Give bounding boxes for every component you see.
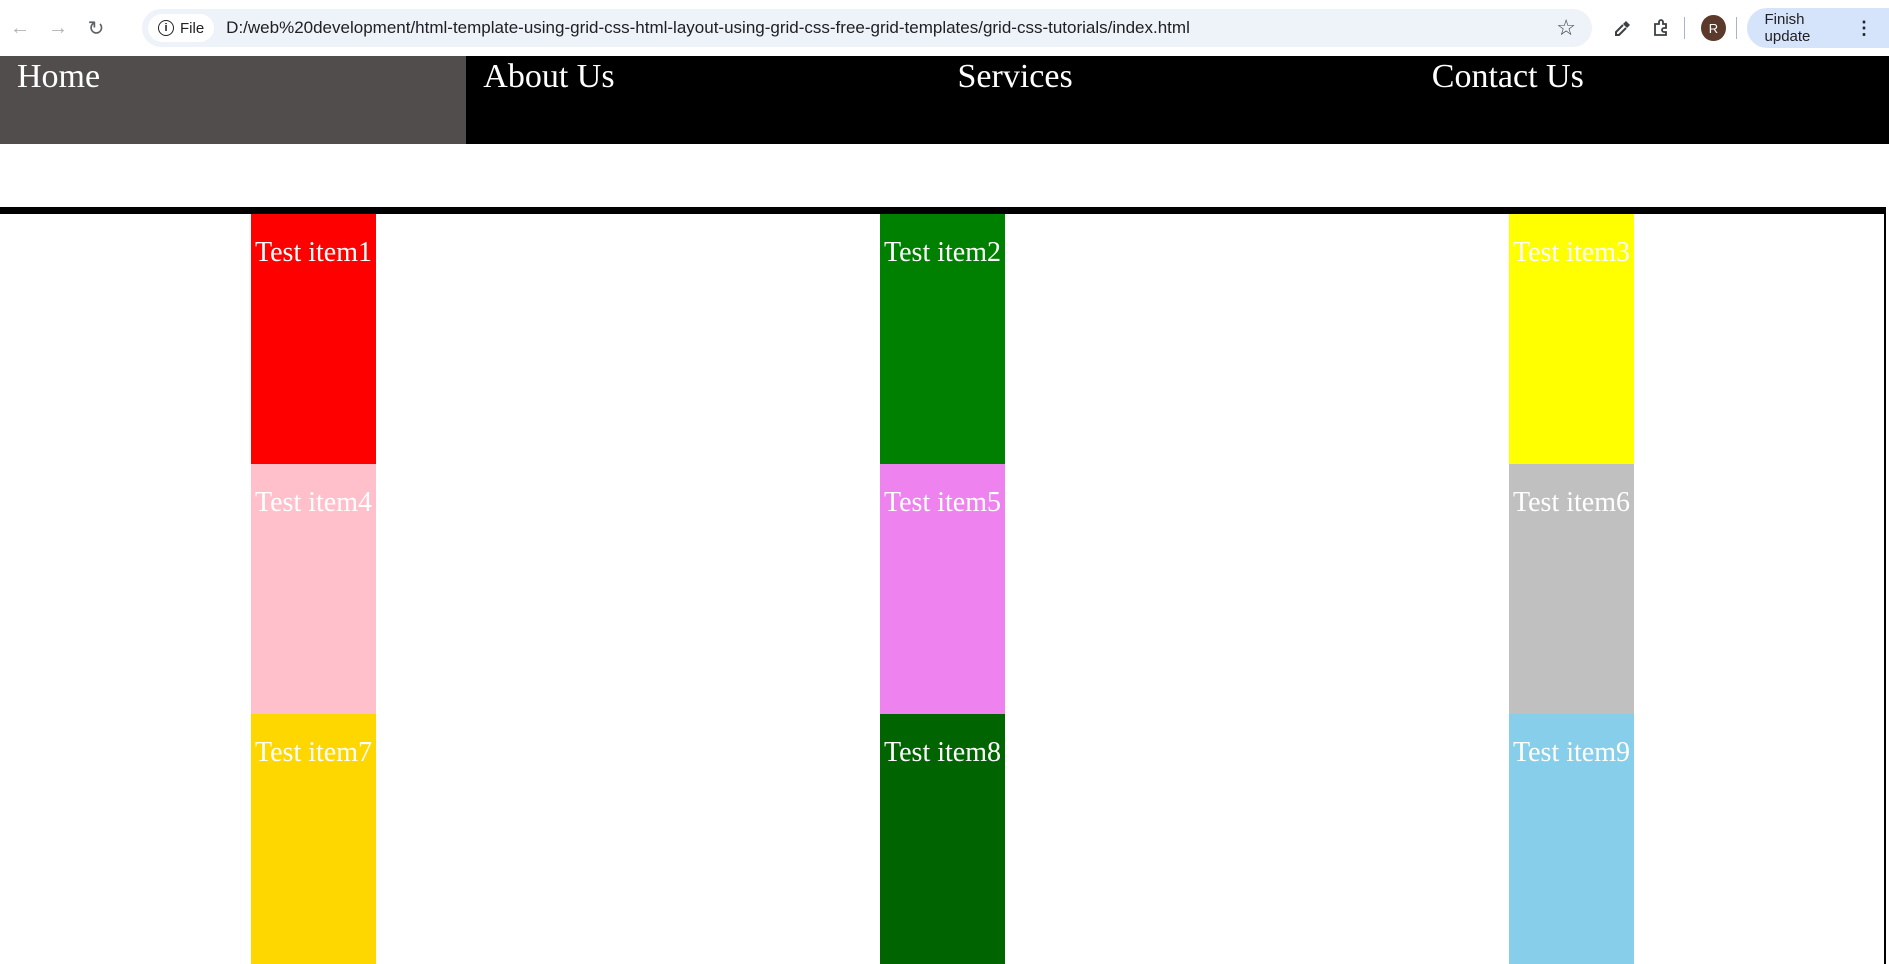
- grid-item-4: Test item4: [251, 464, 376, 714]
- finish-update-label: Finish update: [1764, 11, 1811, 45]
- star-icon[interactable]: ☆: [1556, 15, 1576, 40]
- page-content: Home About Us Services Contact Us Test i…: [0, 56, 1889, 964]
- browser-toolbar: ← → ↻ i File D:/web%20development/html-t…: [0, 0, 1889, 56]
- nav-item-about-us[interactable]: About Us: [483, 58, 615, 95]
- eyedropper-icon[interactable]: [1610, 14, 1636, 42]
- reload-icon[interactable]: ↻: [87, 17, 105, 40]
- toolbar-divider: [1684, 17, 1686, 39]
- forward-icon[interactable]: →: [48, 16, 68, 39]
- kebab-menu-icon[interactable]: ⋮: [1855, 17, 1873, 38]
- grid-item-1: Test item1: [251, 214, 376, 464]
- site-chip-label: File: [180, 19, 205, 37]
- avatar[interactable]: R: [1701, 15, 1726, 41]
- site-info-chip[interactable]: i File: [148, 14, 215, 42]
- address-bar[interactable]: i File D:/web%20development/html-templat…: [142, 9, 1592, 47]
- toolbar-right: R Finish update ⋮: [1610, 0, 1889, 56]
- grid-item-8: Test item8: [880, 714, 1005, 964]
- grid-item-9: Test item9: [1509, 714, 1634, 964]
- finish-update-button[interactable]: Finish update ⋮: [1746, 8, 1889, 48]
- grid-item-5: Test item5: [880, 464, 1005, 714]
- info-icon: i: [158, 20, 174, 36]
- nav-item-contact-us[interactable]: Contact Us: [1431, 58, 1584, 95]
- grid-item-3: Test item3: [1509, 214, 1634, 464]
- extensions-icon[interactable]: [1648, 14, 1674, 42]
- url-text[interactable]: D:/web%20development/html-template-using…: [226, 18, 1190, 37]
- toolbar-divider: [1735, 17, 1737, 39]
- nav-item-services[interactable]: Services: [957, 58, 1073, 95]
- grid-item-6: Test item6: [1509, 464, 1634, 714]
- back-icon[interactable]: ←: [10, 16, 30, 39]
- grid-item-7: Test item7: [251, 714, 376, 964]
- top-navigation: Home About Us Services Contact Us: [0, 56, 1889, 144]
- grid-container: Test item1 Test item2 Test item3 Test it…: [0, 207, 1886, 964]
- grid-item-2: Test item2: [880, 214, 1005, 464]
- nav-item-home[interactable]: Home: [0, 56, 467, 144]
